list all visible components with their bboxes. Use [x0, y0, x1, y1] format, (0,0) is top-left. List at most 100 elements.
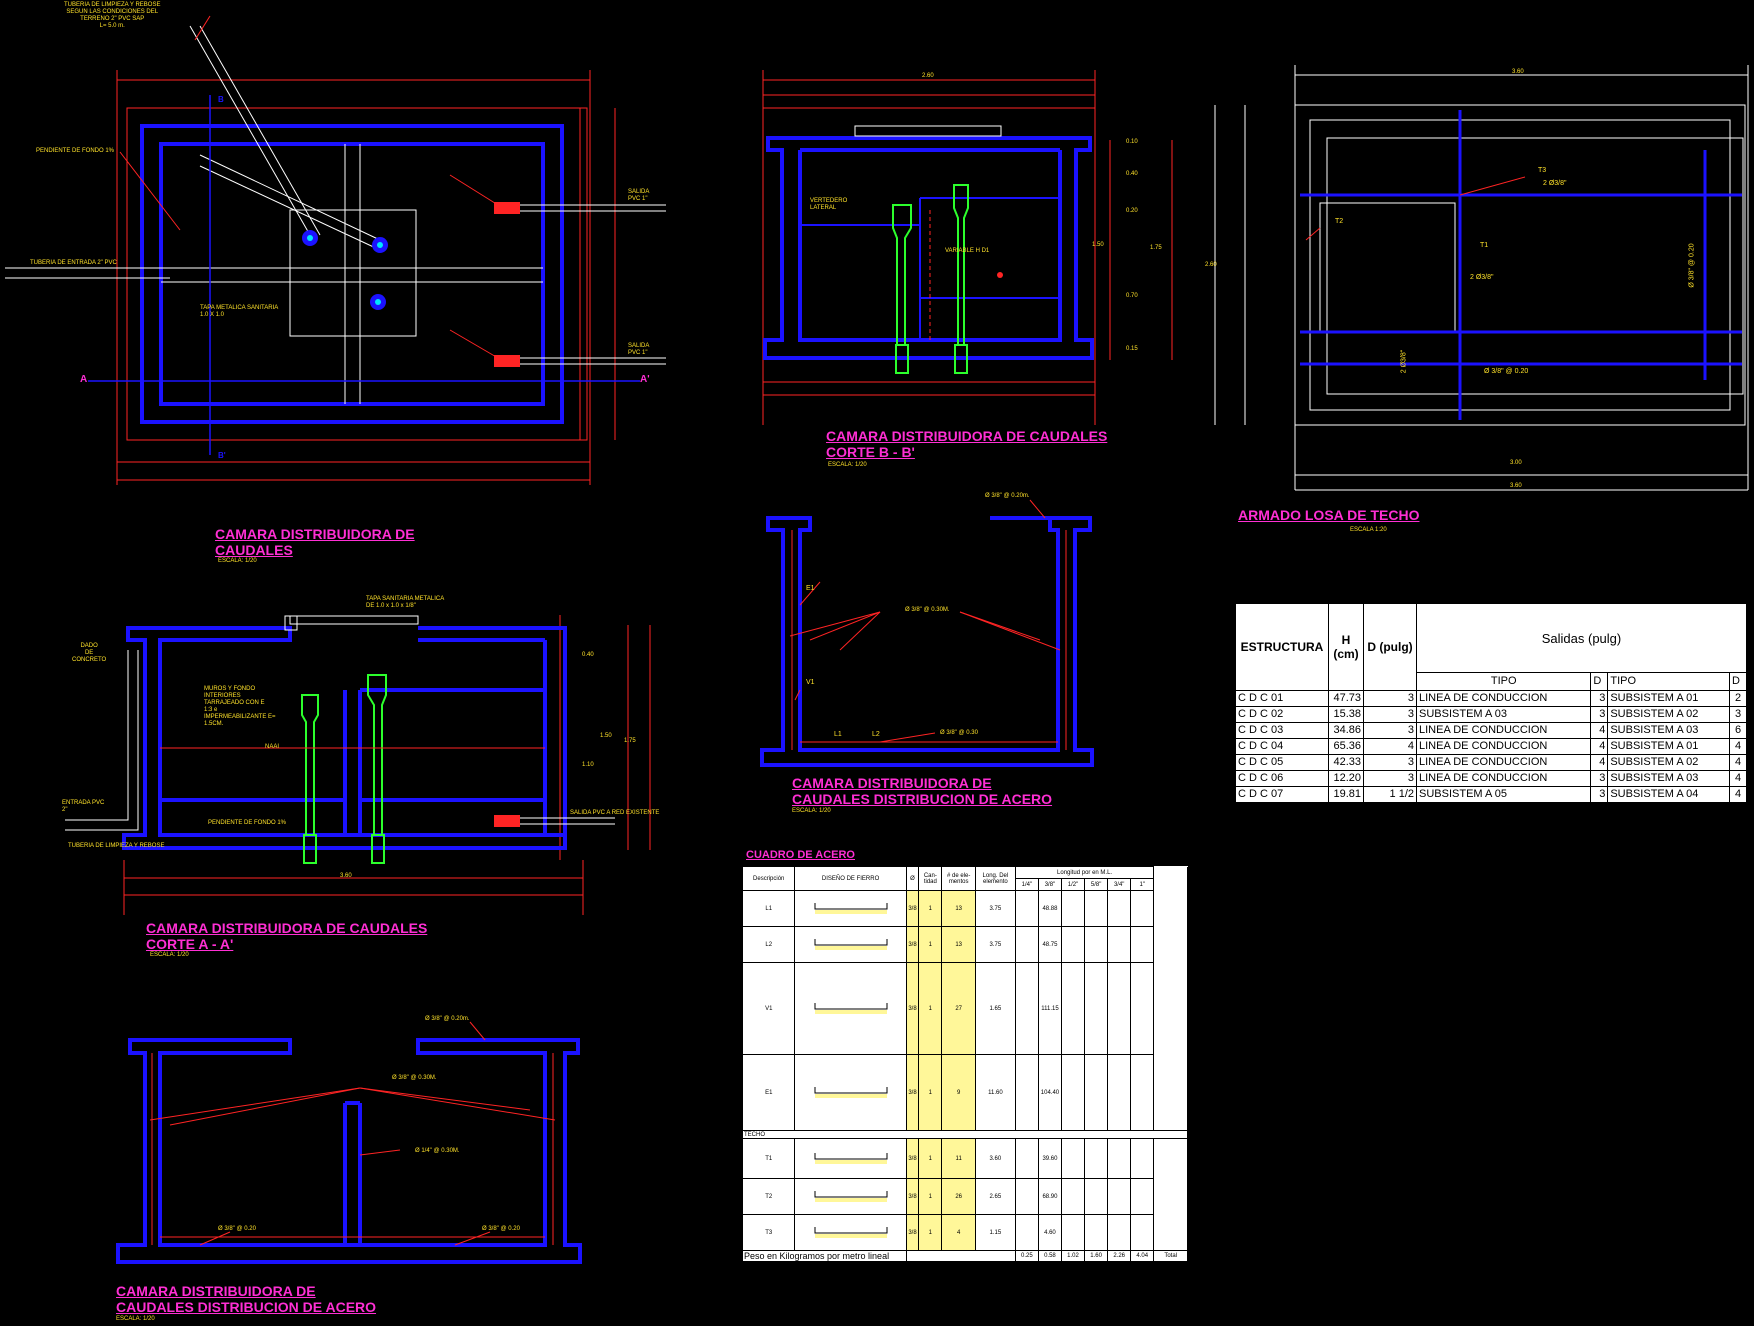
rebar-shape	[814, 1226, 888, 1238]
acero-ml-14	[1014, 1178, 1039, 1215]
scale-corte-a: ESCALA: 1/20	[150, 952, 189, 958]
corte-b-d4: 0.70	[1126, 293, 1138, 299]
corte-a-limpieza: TUBERIA DE LIMPIEZA Y REBOSE	[68, 843, 165, 849]
corte-a-d2: 1.50	[600, 733, 612, 739]
salidas-cell-d: 1 1/2	[1363, 785, 1417, 804]
losa-dim-left: 2.60	[1205, 262, 1217, 268]
losa-t3: T3	[1538, 167, 1547, 174]
acero-blank	[1153, 1054, 1188, 1131]
salidas-cell-d: 3	[1363, 705, 1417, 723]
ah-elem: # de ele- mentos	[941, 866, 976, 891]
salidas-cell-h: 34.86	[1328, 721, 1364, 739]
corte-a-entrada-line1: ENTRADA PVC	[62, 800, 105, 806]
acero-ml-38: 48.88	[1037, 890, 1062, 927]
acero-long: 11.60	[974, 1054, 1016, 1131]
acero-long: 2.65	[974, 1178, 1016, 1215]
acero-ml-12	[1060, 1214, 1086, 1251]
acero-ml-1	[1130, 962, 1155, 1055]
acero-long: 3.60	[974, 1138, 1016, 1179]
salidas-cell-d1: 4	[1590, 737, 1609, 755]
title-plan: CAMARA DISTRIBUIDORA DE CAUDALES	[215, 526, 415, 558]
ah-cant: Can- tidad	[918, 866, 943, 891]
corte-b-d7: 1.75	[1150, 245, 1162, 251]
salidas-cell-tipo2: SUBSISTEM A 04	[1607, 785, 1731, 804]
salidas-cell-d1: 3	[1590, 689, 1609, 707]
salidas-cell-h: 15.38	[1328, 705, 1364, 723]
ah-long-ml: Longitud por en M.L.	[1014, 866, 1155, 879]
title-corte-b: CAMARA DISTRIBUIDORA DE CAUDALES CORTE B…	[826, 428, 1107, 460]
ac-peso-label: Peso en Kilogramos por metro lineal	[742, 1250, 907, 1262]
ac-total-blank	[905, 1272, 1016, 1284]
salidas-cell-d: 3	[1363, 769, 1417, 787]
salidas-table: ESTRUCTURA H (cm) D (pulg) Salidas (pulg…	[1234, 602, 1748, 804]
acero-a-top: Ø 3/8" @ 0.20m.	[425, 1016, 470, 1022]
acero-id: L1	[741, 890, 796, 927]
corte-b-variable: VARIABLE H D1	[945, 248, 990, 254]
corte-a-muros-line2: INTERIORES	[204, 693, 241, 699]
corte-a-tapa: TAPA SANITARIA METALICA DE 1.0 x 1.0 x 1…	[366, 596, 444, 610]
acero-elem: 26	[941, 1178, 976, 1215]
corte-b-top: 2.60	[922, 73, 934, 79]
title-dist-acero-b-line2: CAUDALES DISTRIBUCION DE ACERO	[792, 791, 1053, 807]
salidas-cell-tipo2: SUBSISTEM A 02	[1607, 705, 1731, 723]
plan-salida-2: SALIDA PVC 1"	[628, 343, 649, 357]
title-cuadro-acero: CUADRO DE ACERO	[746, 849, 855, 861]
acero-a-bl: Ø 3/8" @ 0.20	[218, 1226, 256, 1232]
acero-diseno	[794, 1054, 907, 1131]
ah-size: 5/8"	[1084, 878, 1109, 891]
corte-b-vertedero: VERTEDERO LATERAL	[810, 198, 847, 212]
acero-blank	[1153, 890, 1188, 927]
title-dist-acero-b-line1: CAMARA DISTRIBUIDORA DE	[792, 775, 992, 791]
rebar-shape	[814, 938, 888, 950]
acero-ml-38: 111.15	[1037, 962, 1062, 1055]
h-tipo1: TIPO	[1415, 672, 1592, 691]
acero-b-bot: Ø 3/8" @ 0.30	[940, 730, 978, 736]
corte-b-d3: 0.20	[1126, 208, 1138, 214]
salidas-cell-tipo2: SUBSISTEM A 03	[1607, 769, 1731, 787]
plan-top-note-line2: SEGUN LAS CONDICIONES DEL	[66, 9, 159, 15]
title-corte-a-line2: CORTE A - A'	[146, 936, 234, 952]
ah-size: 1"	[1130, 878, 1155, 891]
section-b-label: B	[218, 95, 224, 104]
plan-view	[5, 15, 666, 485]
acero-ml-58	[1084, 1214, 1109, 1251]
title-corte-a-line1: CAMARA DISTRIBUIDORA DE CAUDALES	[146, 920, 428, 936]
corte-b-vertedero-line2: LATERAL	[810, 205, 837, 211]
losa-t2: T2	[1335, 218, 1344, 225]
salidas-cell-est: C D C 06	[1235, 769, 1329, 787]
corte-a-dado: DADO DE CONCRETO	[72, 643, 106, 664]
h-h-top: H	[1341, 632, 1351, 647]
plan-salida-2-line2: PVC 1"	[628, 350, 648, 356]
salidas-cell-d1: 4	[1590, 721, 1609, 739]
ac-total-2: 190.27	[1037, 1272, 1062, 1284]
salidas-cell-d: 3	[1363, 753, 1417, 771]
title-dist-acero-b: CAMARA DISTRIBUIDORA DE CAUDALES DISTRIB…	[792, 775, 1052, 807]
acero-ml-12	[1060, 1054, 1086, 1131]
salidas-cell-d1: 4	[1590, 753, 1609, 771]
plan-top-note: TUBERIA DE LIMPIEZA Y REBOSE SEGUN LAS C…	[64, 2, 160, 30]
ac-long-2: 426.27	[1037, 1261, 1062, 1273]
acero-cant: 1	[918, 1178, 943, 1215]
ac-total-3: 0.00	[1060, 1272, 1086, 1284]
acero-diam: 3/8	[905, 962, 920, 1055]
salidas-cell-tipo1: SUBSISTEM A 03	[1415, 705, 1592, 723]
acero-diseno	[794, 890, 907, 927]
h-estructura: ESTRUCTURA	[1235, 603, 1329, 691]
acero-elem: 27	[941, 962, 976, 1055]
scale-plan: ESCALA: 1/20	[218, 558, 257, 564]
acero-ml-1	[1130, 1054, 1155, 1131]
salidas-cell-h: 12.20	[1328, 769, 1364, 787]
salidas-cell-d2: 2	[1729, 689, 1747, 707]
scale-corte-b: ESCALA: 1/20	[828, 462, 867, 468]
acero-b-l1: L1	[834, 731, 842, 738]
plan-entrada: TUBERIA DE ENTRADA 2" PVC	[30, 260, 117, 266]
section-a-label: A	[80, 374, 88, 385]
corte-b-d5: 0.15	[1126, 346, 1138, 352]
corte-a-dado-line2: DE	[84, 650, 94, 656]
acero-ml-1	[1130, 1138, 1155, 1179]
acero-elem: 11	[941, 1138, 976, 1179]
